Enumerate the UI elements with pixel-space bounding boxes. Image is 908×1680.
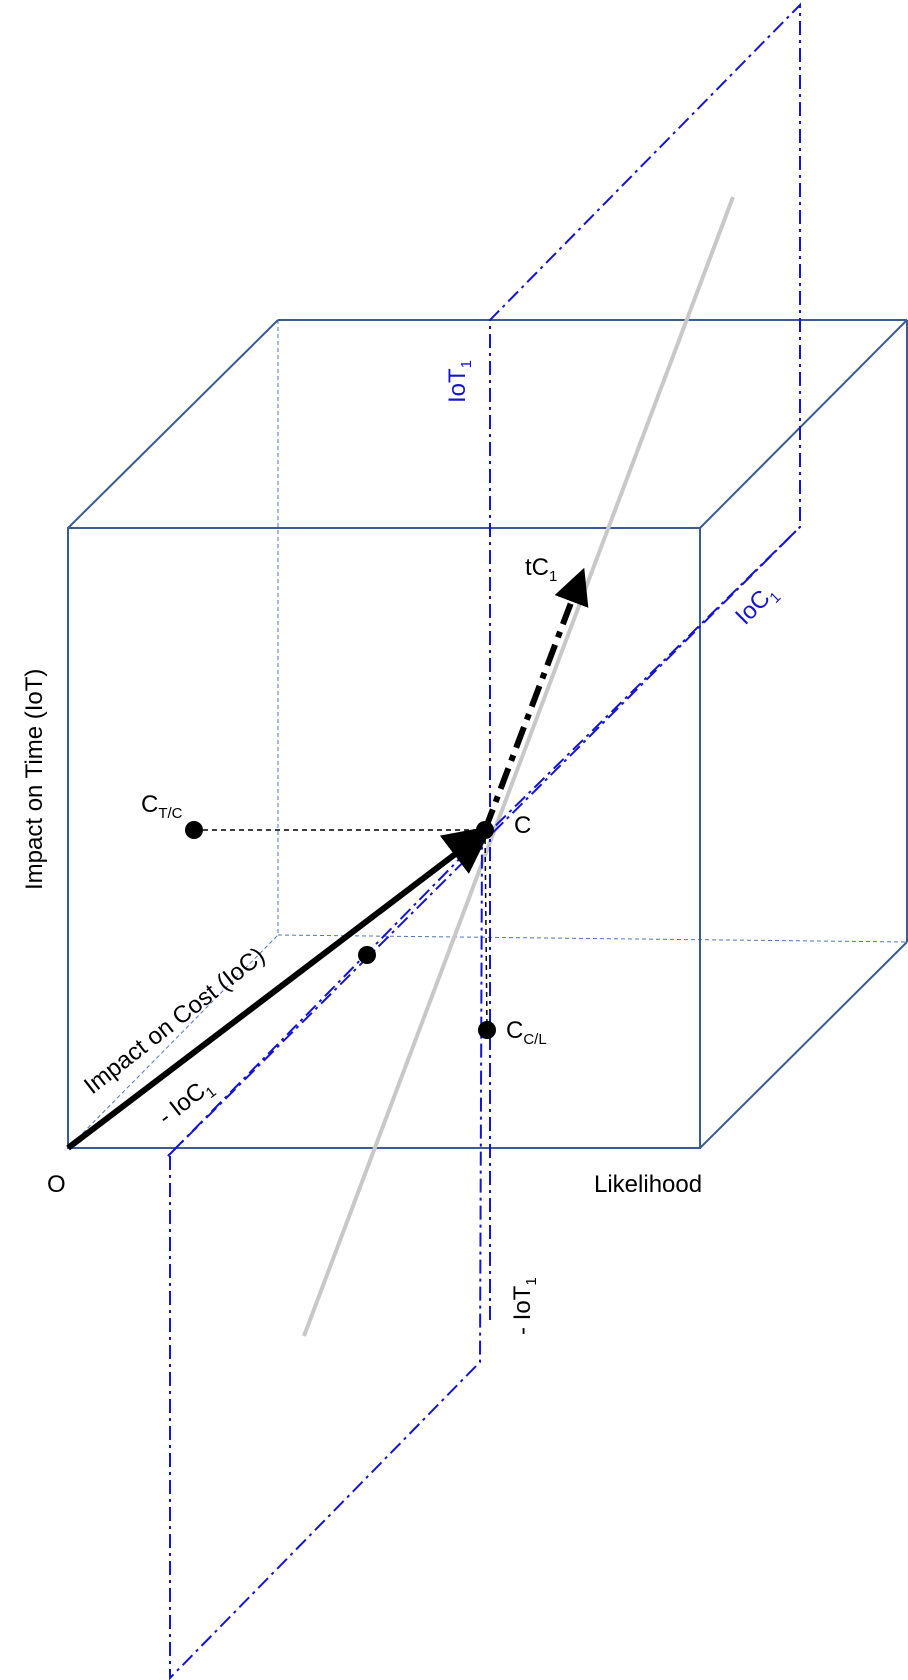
data-points — [185, 821, 496, 1039]
cube-hidden-edge-back-bottom — [277, 934, 908, 943]
cube-top-left-depth-edge — [67, 319, 279, 529]
iot1-sub: 1 — [458, 360, 475, 368]
vector-tc1 — [482, 567, 589, 832]
cube-visible-edges — [67, 319, 908, 1149]
point-cc-main: C — [506, 1017, 523, 1044]
upper-plane-iot1 — [484, 2, 801, 1320]
point-ct-label: CT/C — [141, 791, 183, 822]
origin-label: O — [47, 1171, 66, 1198]
lower-plane-negative — [167, 833, 484, 1680]
iot1-label: IoT1 — [444, 360, 475, 403]
blue-plane-lines — [167, 2, 801, 1680]
cube-hidden-edges — [67, 320, 908, 1149]
ioc1-label: IoC1 — [730, 579, 784, 633]
tc1-label: tC1 — [525, 554, 557, 585]
point-c — [476, 821, 494, 839]
cube-top-right-depth-edge — [699, 319, 908, 529]
tc1-sub: 1 — [549, 568, 557, 585]
x-axis-label: Likelihood — [594, 1171, 702, 1198]
point-c-label: C — [514, 812, 531, 839]
neg-iot1-main: - IoT — [509, 1285, 536, 1335]
point-cc-sub: C/L — [523, 1031, 546, 1048]
gray-trend-line — [302, 196, 735, 1337]
vector-o-to-c — [66, 825, 493, 1151]
projection-lines — [194, 829, 488, 1031]
point-ct — [185, 821, 203, 839]
projection-to-cc — [484, 829, 488, 1031]
cube-hidden-edge-depth-bottom — [67, 934, 279, 1149]
cube-bottom-right-depth-edge — [699, 941, 908, 1149]
point-cc-label: CC/L — [506, 1017, 547, 1048]
diagonal-axis-label: Impact on Cost (IoC) — [79, 942, 270, 1100]
cube-front-face — [67, 527, 701, 1149]
point-cc — [478, 1021, 496, 1039]
iot1-main: IoT — [444, 368, 471, 403]
neg-ioc1-label: - IoC1 — [153, 1072, 220, 1134]
point-ct-sub: T/C — [158, 805, 182, 822]
point-mid — [358, 946, 376, 964]
y-axis-label: Impact on Time (IoT) — [21, 669, 48, 890]
neg-iot1-sub: 1 — [523, 1277, 540, 1285]
tc1-main: tC — [525, 554, 549, 581]
ioc1-plane-line — [167, 526, 801, 1157]
point-ct-main: C — [141, 791, 158, 818]
neg-iot1-label: - IoT1 — [509, 1277, 540, 1335]
